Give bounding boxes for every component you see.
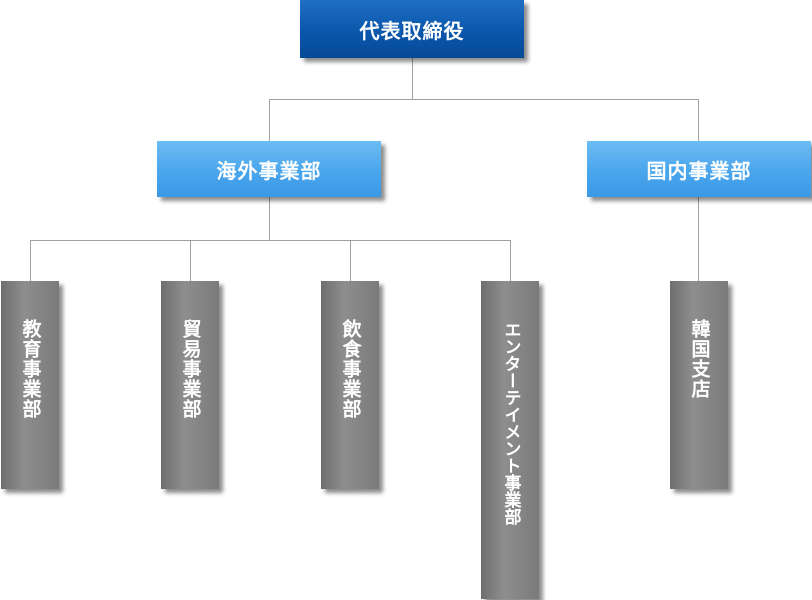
representative-director-label: 代表取締役 [359, 18, 465, 43]
food-unit-box: 飲食事業部 [321, 281, 379, 489]
korea-branch-label: 韓国支店 [688, 319, 711, 399]
korea-branch-box: 韓国支店 [670, 281, 728, 489]
domestic-division-label: 国内事業部 [646, 158, 752, 183]
trade-unit-label: 貿易事業部 [179, 319, 202, 419]
education-unit-box: 教育事業部 [1, 281, 59, 489]
representative-director-box: 代表取締役 [300, 0, 524, 58]
domestic-division-box: 国内事業部 [587, 141, 811, 197]
overseas-division-box: 海外事業部 [157, 141, 381, 197]
education-unit-label: 教育事業部 [19, 319, 42, 419]
food-unit-label: 飲食事業部 [339, 319, 362, 419]
entertainment-unit-label: エンターテイメント事業部 [500, 321, 521, 525]
entertainment-unit-box: エンターテイメント事業部 [481, 281, 539, 599]
trade-unit-box: 貿易事業部 [161, 281, 219, 489]
overseas-division-label: 海外事業部 [216, 158, 322, 183]
